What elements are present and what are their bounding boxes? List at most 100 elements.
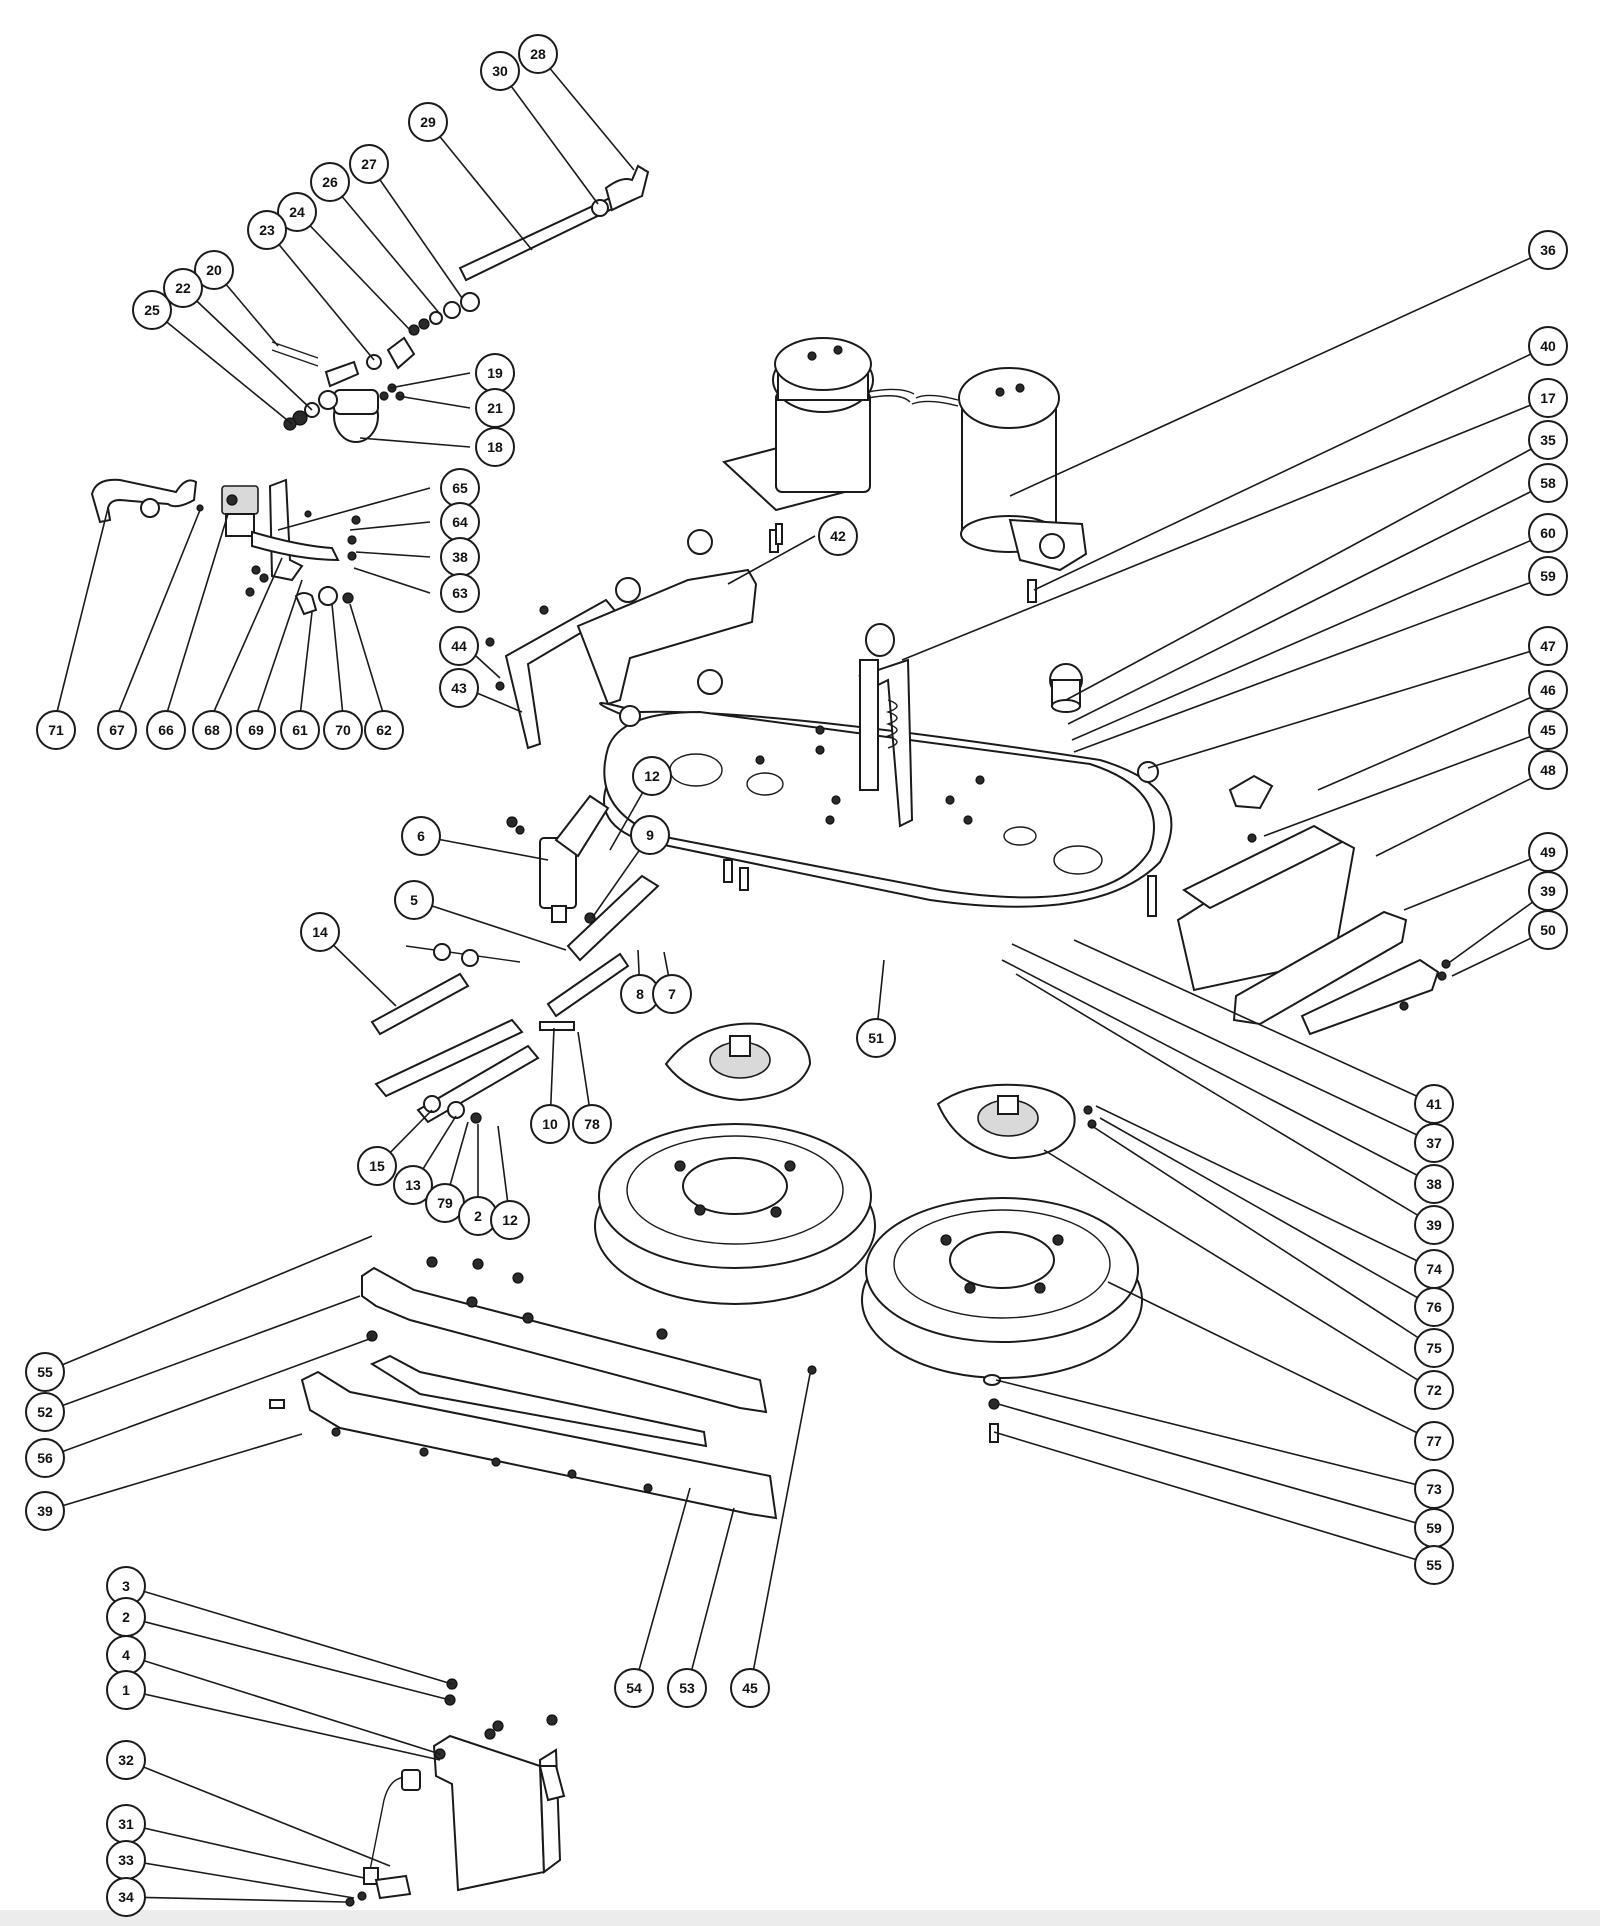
callout-12: 12 xyxy=(632,756,672,796)
callout-number: 20 xyxy=(206,262,222,278)
callout-number: 6 xyxy=(417,828,425,844)
callout-number: 2 xyxy=(122,1609,130,1625)
brush-hub-right xyxy=(936,1083,1097,1160)
callout-30: 30 xyxy=(480,51,520,91)
side-brackets xyxy=(485,523,783,750)
callout-44: 44 xyxy=(439,626,479,666)
callout-26: 26 xyxy=(310,162,350,202)
callout-number: 63 xyxy=(452,585,468,601)
callout-circle xyxy=(106,1670,146,1710)
callout-number: 39 xyxy=(1540,883,1556,899)
callout-number: 14 xyxy=(312,924,328,940)
callout-circle xyxy=(518,34,558,74)
callout-40: 40 xyxy=(1528,326,1568,366)
callout-70: 70 xyxy=(323,710,363,750)
callout-number: 5 xyxy=(410,892,418,908)
callout-number: 12 xyxy=(502,1212,518,1228)
callout-number: 28 xyxy=(530,46,546,62)
right-cover-guard xyxy=(1176,774,1451,1036)
callout-circle xyxy=(401,816,441,856)
callout-number: 52 xyxy=(37,1404,53,1420)
callout-21: 21 xyxy=(475,388,515,428)
callout-circle xyxy=(1528,326,1568,366)
callout-9: 9 xyxy=(630,815,670,855)
callout-circle xyxy=(300,912,340,952)
callout-number: 15 xyxy=(369,1158,385,1174)
callout-75: 75 xyxy=(1414,1328,1454,1368)
callout-number: 32 xyxy=(118,1752,134,1768)
callout-circle xyxy=(393,1165,433,1205)
callout-number: 60 xyxy=(1540,525,1556,541)
callout-number: 78 xyxy=(584,1116,600,1132)
callout-circle xyxy=(163,268,203,308)
callout-circle xyxy=(490,1200,530,1240)
callout-number: 49 xyxy=(1540,844,1556,860)
callout-circle xyxy=(530,1104,570,1144)
callout-48: 48 xyxy=(1528,750,1568,790)
callout-number: 45 xyxy=(1540,722,1556,738)
callout-number: 19 xyxy=(487,365,503,381)
callout-circle xyxy=(1528,230,1568,270)
callout-number: 39 xyxy=(37,1503,53,1519)
callout-circle xyxy=(1414,1164,1454,1204)
callout-27: 27 xyxy=(349,144,389,184)
callout-circle xyxy=(194,250,234,290)
callout-20: 20 xyxy=(194,250,234,290)
callout-17: 17 xyxy=(1528,378,1568,418)
callout-64: 64 xyxy=(440,502,480,542)
callout-circle xyxy=(856,1018,896,1058)
callout-65: 65 xyxy=(440,468,480,508)
callout-number: 22 xyxy=(175,280,191,296)
callout-13: 13 xyxy=(393,1165,433,1205)
callout-59: 59 xyxy=(1528,556,1568,596)
callout-10: 10 xyxy=(530,1104,570,1144)
callout-7: 7 xyxy=(652,974,692,1014)
callout-number: 74 xyxy=(1426,1261,1442,1277)
callout-circle xyxy=(572,1104,612,1144)
callout-circle xyxy=(106,1740,146,1780)
callout-34: 34 xyxy=(106,1877,146,1917)
callout-number: 69 xyxy=(248,722,264,738)
callout-circle xyxy=(1528,556,1568,596)
callout-2: 2 xyxy=(106,1597,146,1637)
pad-left xyxy=(594,1123,876,1305)
callout-74: 74 xyxy=(1414,1249,1454,1289)
callout-circle xyxy=(1528,750,1568,790)
callout-25: 25 xyxy=(132,290,172,330)
callout-45: 45 xyxy=(730,1668,770,1708)
callout-circle xyxy=(236,710,276,750)
callout-69: 69 xyxy=(236,710,276,750)
callout-circle xyxy=(475,427,515,467)
callout-61: 61 xyxy=(280,710,320,750)
callout-4: 4 xyxy=(106,1635,146,1675)
callout-56: 56 xyxy=(25,1438,65,1478)
callout-number: 29 xyxy=(420,114,436,130)
callout-circle xyxy=(1414,1328,1454,1368)
callout-72: 72 xyxy=(1414,1370,1454,1410)
valve-bracket-group xyxy=(90,478,361,616)
callout-number: 67 xyxy=(109,722,125,738)
callout-circle xyxy=(1414,1287,1454,1327)
callout-circle xyxy=(25,1491,65,1531)
brush-hub-left xyxy=(664,1022,812,1102)
callout-60: 60 xyxy=(1528,513,1568,553)
callout-circle xyxy=(349,144,389,184)
callout-39: 39 xyxy=(1414,1205,1454,1245)
callout-number: 53 xyxy=(679,1680,695,1696)
callout-number: 2 xyxy=(474,1208,482,1224)
callout-68: 68 xyxy=(192,710,232,750)
callout-circle xyxy=(323,710,363,750)
callout-circle xyxy=(36,710,76,750)
callout-number: 23 xyxy=(259,222,275,238)
callout-number: 79 xyxy=(437,1195,453,1211)
callout-circle xyxy=(632,756,672,796)
callout-number: 31 xyxy=(118,1816,134,1832)
callout-43: 43 xyxy=(439,668,479,708)
callout-19: 19 xyxy=(475,353,515,393)
callout-number: 34 xyxy=(118,1889,134,1905)
callout-number: 50 xyxy=(1540,922,1556,938)
callout-circle xyxy=(1528,626,1568,666)
callout-circle xyxy=(132,290,172,330)
callout-32: 32 xyxy=(106,1740,146,1780)
